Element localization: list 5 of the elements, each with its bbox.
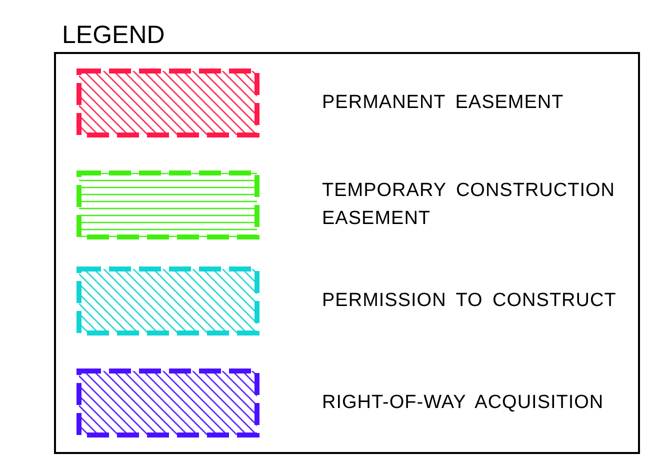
legend-text: TEMPORARY CONSTRUCTION EASEMENT xyxy=(322,179,616,231)
legend-text: RIGHT-OF-WAY ACQUISITION xyxy=(322,391,604,415)
legend-text: PERMISSION TO CONSTRUCT xyxy=(322,289,616,313)
legend-title: LEGEND xyxy=(62,20,165,50)
legend-text: PERMANENT EASEMENT xyxy=(322,91,564,115)
